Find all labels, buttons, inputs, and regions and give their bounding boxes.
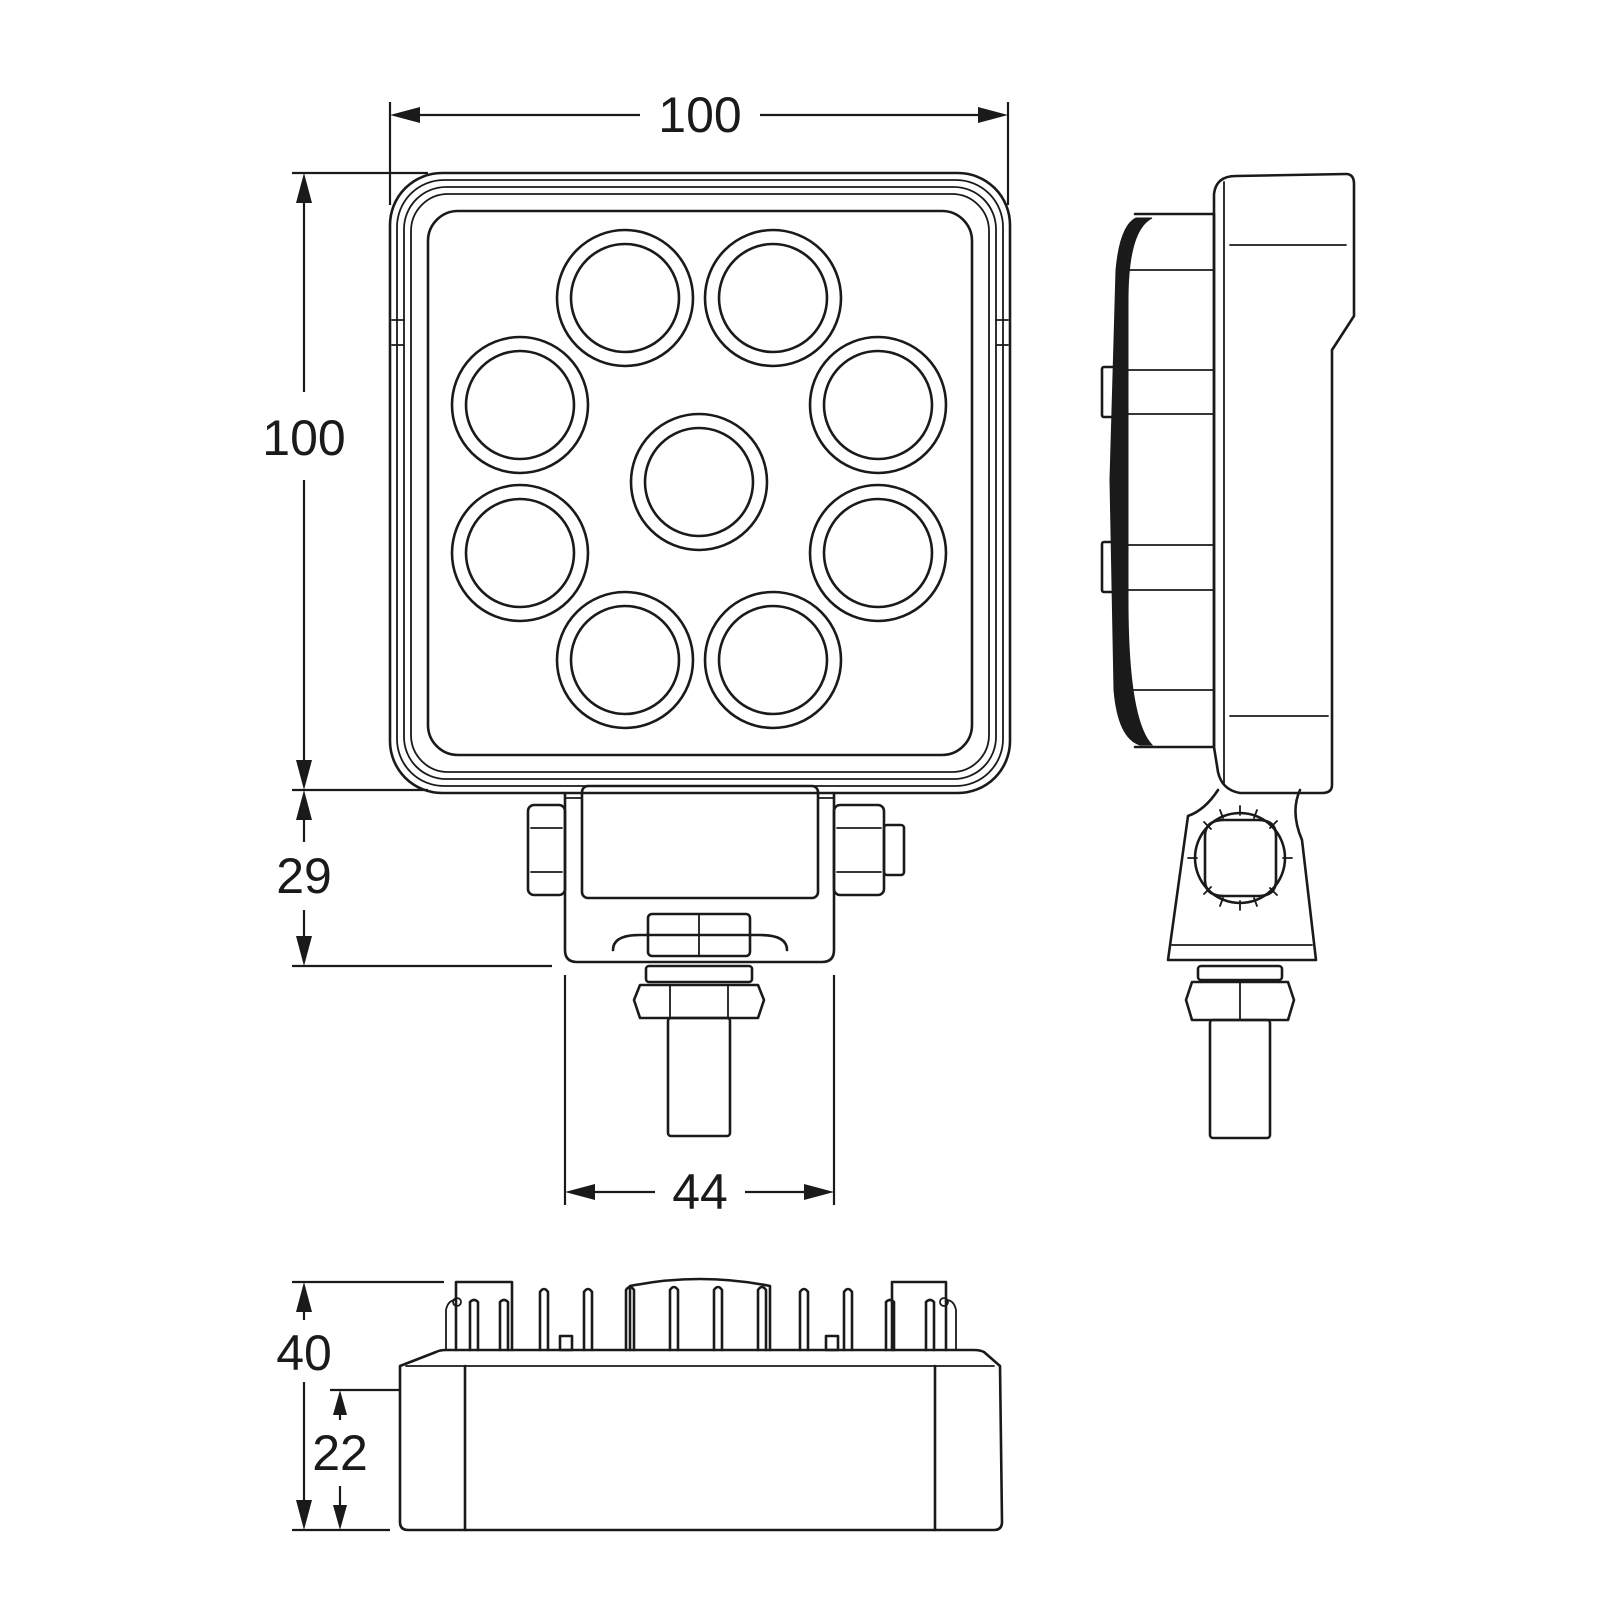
dimension-label-width: 100	[658, 87, 741, 143]
arrow-head	[296, 790, 312, 820]
dimension-label-bracket-width: 44	[672, 1164, 728, 1220]
housing-outer	[388, 171, 1012, 795]
arrow-head	[333, 1390, 347, 1415]
arrow-head	[296, 1500, 312, 1530]
dimension-label-housing-depth: 22	[312, 1425, 368, 1481]
housing-ridge-1	[396, 179, 1004, 787]
led	[450, 483, 590, 623]
led	[808, 335, 948, 475]
led	[808, 483, 948, 623]
arrow-head	[333, 1505, 347, 1530]
arrow-head	[390, 107, 420, 123]
led-array	[450, 228, 948, 730]
led	[703, 228, 843, 368]
housing-ridge-3	[410, 193, 990, 773]
side-view	[1100, 172, 1356, 1140]
arrow-head	[978, 107, 1008, 123]
heat-sink	[445, 1277, 957, 1352]
dimension-label-height: 100	[262, 410, 345, 466]
arrow-head	[296, 936, 312, 966]
arrow-head	[296, 1282, 312, 1312]
top-view	[398, 1277, 1004, 1532]
dimension-label-bracket-height: 29	[276, 848, 332, 904]
dimension-label-total-depth: 40	[276, 1325, 332, 1381]
arrow-head	[296, 173, 312, 203]
lens-face	[426, 209, 974, 757]
led	[450, 335, 590, 475]
arrow-head	[296, 760, 312, 790]
led	[703, 590, 843, 730]
housing-ridge-2	[403, 186, 997, 780]
front-view	[388, 171, 1012, 1138]
arrow-head	[565, 1184, 595, 1200]
dimension-lines	[292, 102, 1010, 1532]
arrow-head	[804, 1184, 834, 1200]
mounting-bracket	[526, 784, 906, 1138]
led	[555, 228, 695, 368]
led	[629, 412, 769, 552]
led	[555, 590, 695, 730]
